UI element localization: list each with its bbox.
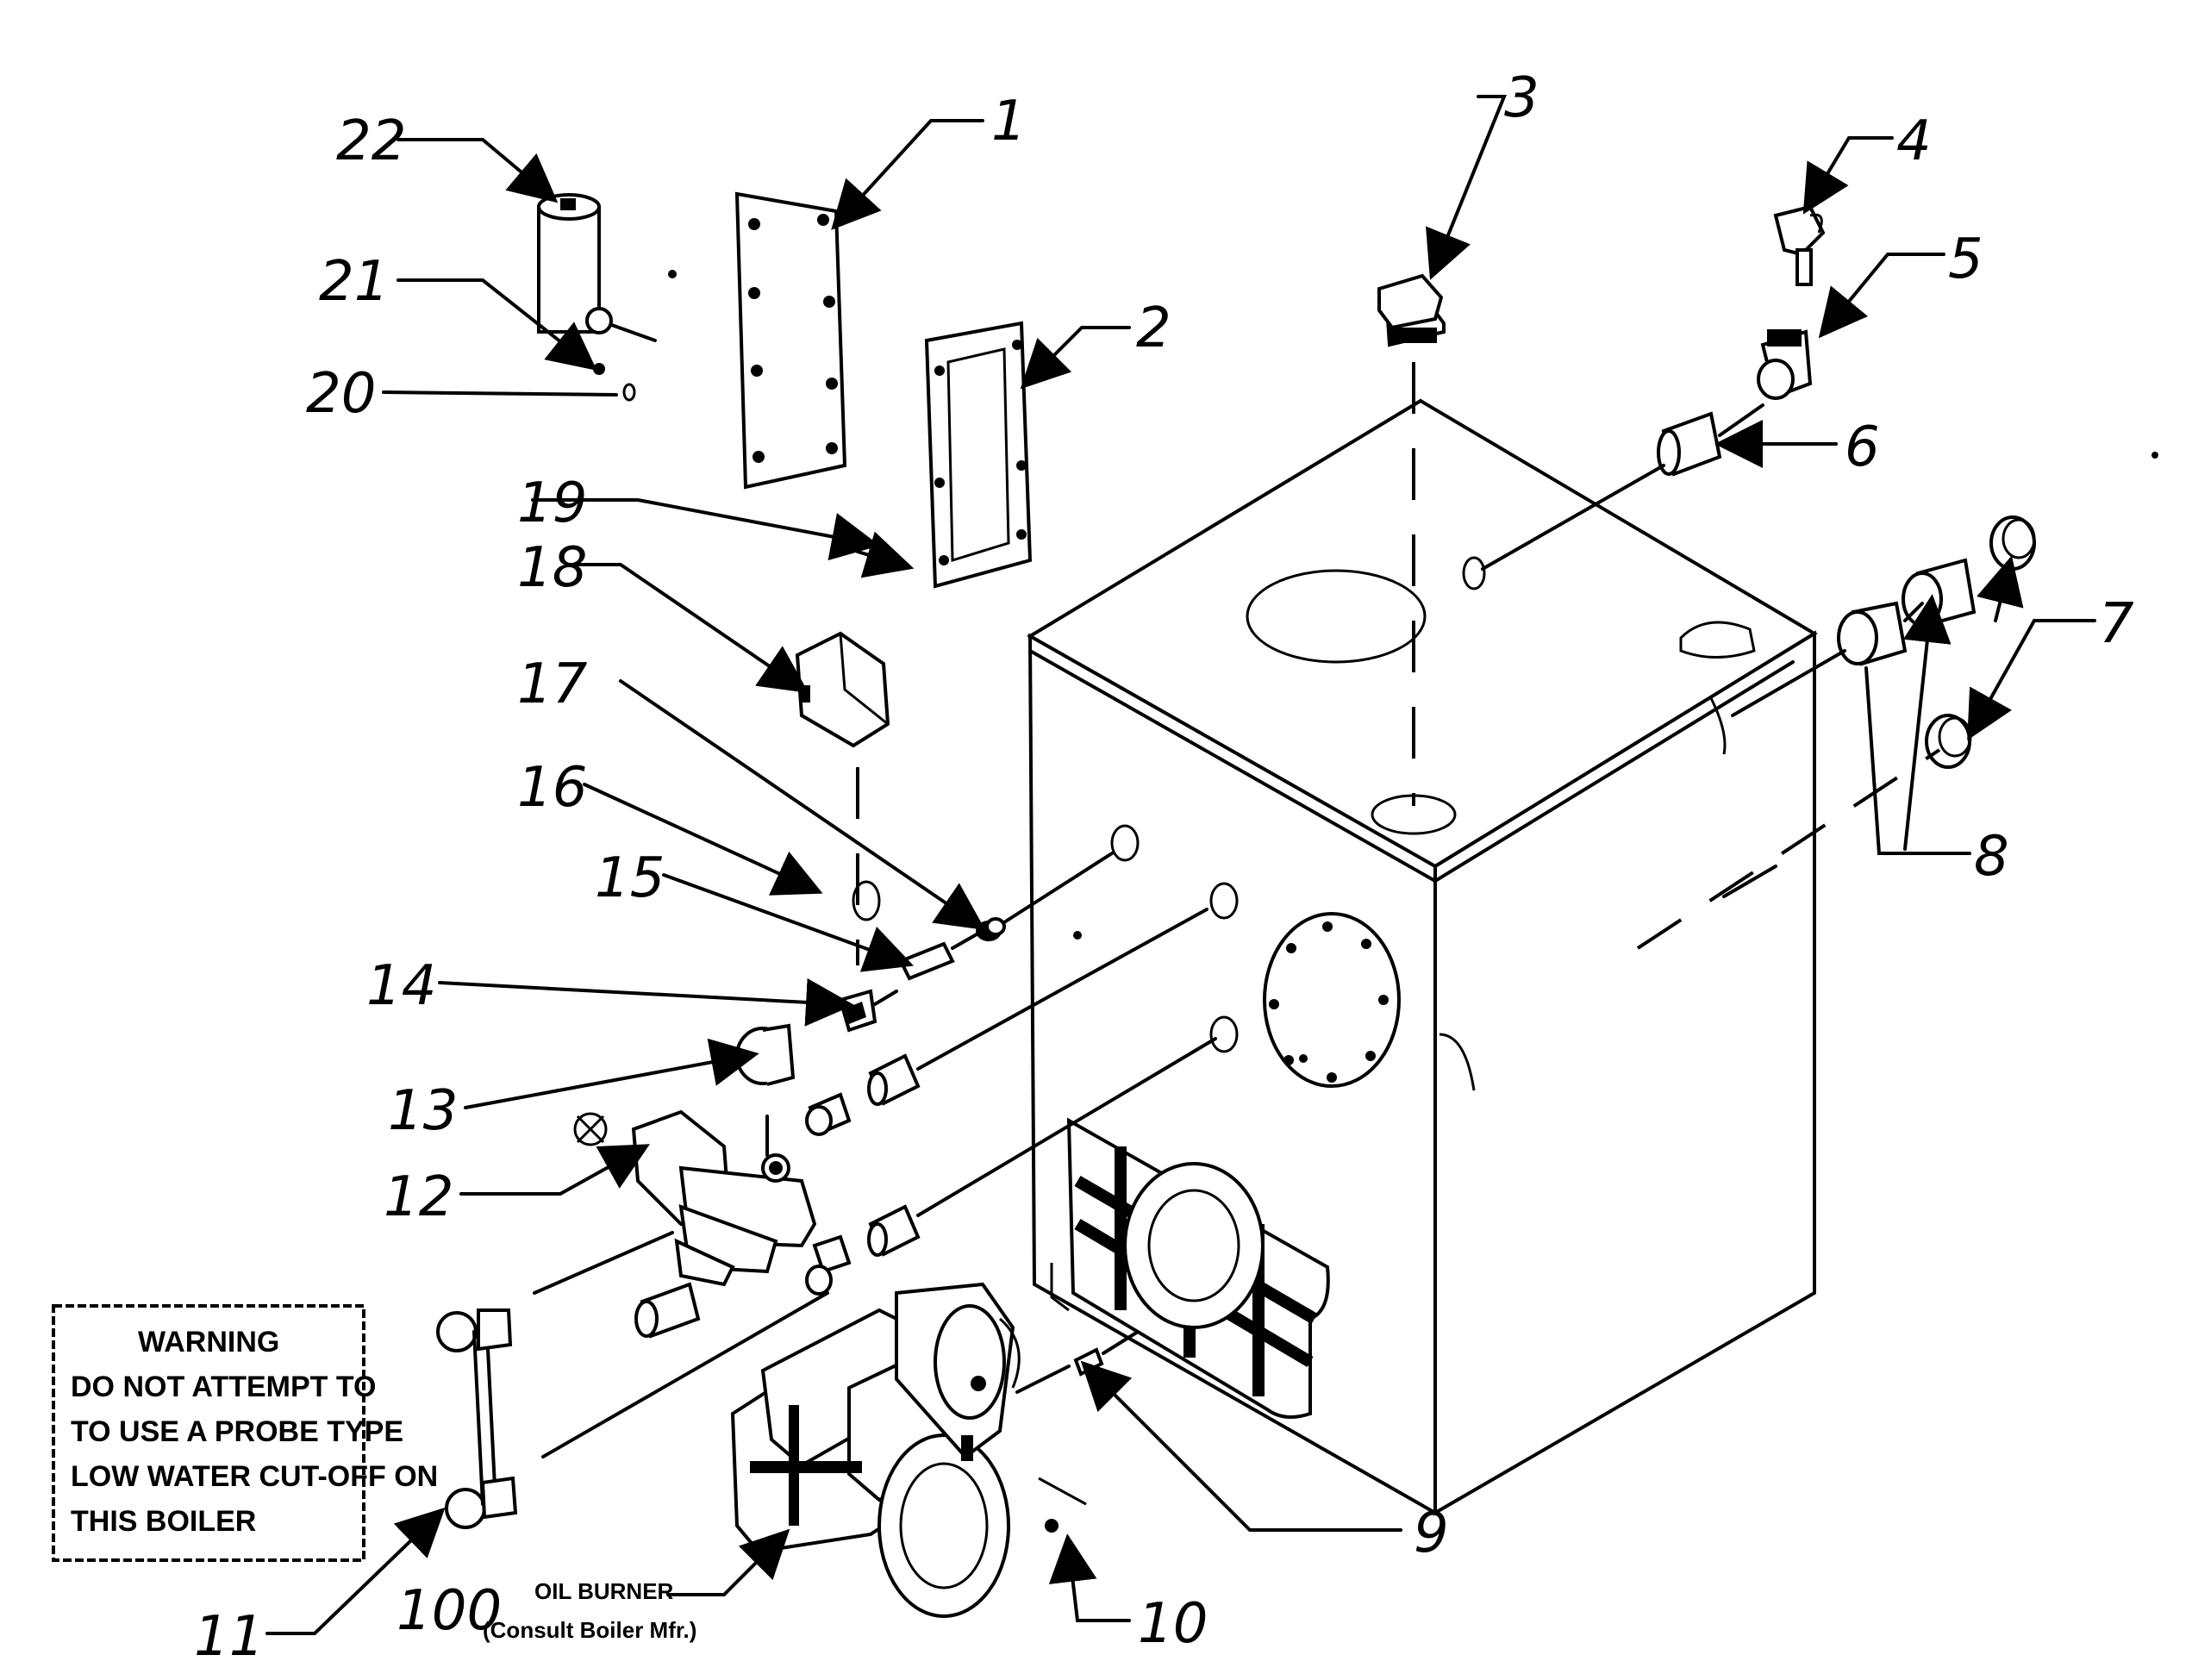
plug-3	[1377, 273, 1446, 347]
tee-14	[838, 989, 877, 1033]
callout-labels: 22 21 20 1 2 3 4 5 6 7 8 19 18 17 16 15 …	[194, 66, 2134, 1669]
label-21: 21	[319, 250, 389, 314]
tapping-middle	[1209, 882, 1239, 920]
label-3: 3	[1504, 66, 1539, 130]
gasket-2	[924, 321, 1033, 589]
label-8: 8	[1974, 825, 2009, 889]
cabinet-side	[1433, 630, 1816, 1516]
part-20	[622, 383, 636, 402]
valve-4	[1773, 204, 1826, 286]
label-5: 5	[1948, 228, 1983, 291]
top-trim	[1028, 649, 1795, 884]
nipple-13c	[867, 1053, 921, 1106]
label-9: 9	[1414, 1502, 1449, 1565]
warning-box: WARNING DO NOT ATTEMPT TO TO USE A PROBE…	[52, 1304, 438, 1562]
burner-flange	[1123, 1162, 1265, 1329]
oil-burner-100	[730, 1282, 1021, 1618]
boiler-cabinet	[1027, 398, 1818, 1516]
bushing-8b	[1837, 601, 1908, 666]
gasket-16	[852, 880, 881, 921]
label-2: 2	[1136, 297, 1171, 360]
plate-1	[734, 191, 847, 490]
label-14: 14	[366, 954, 436, 1018]
nipple-12b	[867, 1204, 921, 1257]
warning-line-2: DO NOT ATTEMPT TO	[71, 1371, 376, 1403]
top-rear-slot	[1679, 621, 1756, 659]
cabinet-clip	[1050, 1263, 1070, 1312]
control-22	[537, 193, 657, 342]
nipple-15	[898, 941, 955, 981]
part-21	[593, 363, 605, 375]
warning-line-5: THIS BOILER	[71, 1505, 256, 1538]
label-100: 100	[397, 1579, 502, 1643]
side-flue	[1709, 697, 1727, 755]
inspection-port	[1263, 912, 1401, 1088]
cap-7-top	[1989, 515, 2036, 571]
burner-label-line1: OIL BURNER	[534, 1578, 674, 1604]
label-22: 22	[336, 109, 406, 173]
warning-line-1: WARNING	[138, 1326, 279, 1358]
burner-label-line2: (Consult Boiler Mfr.)	[483, 1617, 696, 1643]
side-notch	[1439, 1033, 1476, 1091]
label-12: 12	[384, 1165, 453, 1229]
label-19: 19	[517, 472, 587, 535]
cutoff-12	[631, 1109, 852, 1296]
tapping-upper	[1110, 824, 1140, 862]
cap-7-bottom	[1925, 714, 1972, 769]
label-13: 13	[388, 1079, 458, 1143]
fitting-17	[976, 917, 1006, 941]
warning-line-4: LOW WATER CUT-OFF ON	[71, 1460, 438, 1493]
label-11: 11	[194, 1605, 264, 1669]
label-18: 18	[517, 536, 587, 600]
label-10: 10	[1138, 1592, 1208, 1656]
warning-line-3: TO USE A PROBE TYPE	[71, 1415, 403, 1448]
pin-9	[1073, 1347, 1104, 1377]
label-6: 6	[1845, 415, 1880, 479]
label-17: 17	[517, 653, 588, 716]
bushing-8a	[1902, 558, 1977, 628]
part-10	[1045, 1519, 1059, 1533]
top-opening	[1246, 569, 1427, 664]
tee-13b	[805, 1092, 852, 1136]
vent-x-12	[573, 1112, 608, 1146]
label-4: 4	[1896, 109, 1932, 173]
leader-lines	[265, 95, 2096, 1635]
sight-glass-11	[436, 1308, 518, 1529]
label-15: 15	[595, 846, 665, 910]
tapping-lower	[1209, 1015, 1239, 1053]
burner-flange-hole	[1147, 1189, 1240, 1302]
label-16: 16	[517, 756, 587, 820]
label-20: 20	[306, 362, 376, 426]
switch-18	[795, 631, 890, 748]
label-1: 1	[991, 90, 1027, 153]
label-7: 7	[2099, 592, 2134, 656]
drain-12	[634, 1282, 701, 1339]
nipple-6	[1657, 411, 1722, 477]
elbow-5	[1757, 329, 1813, 400]
